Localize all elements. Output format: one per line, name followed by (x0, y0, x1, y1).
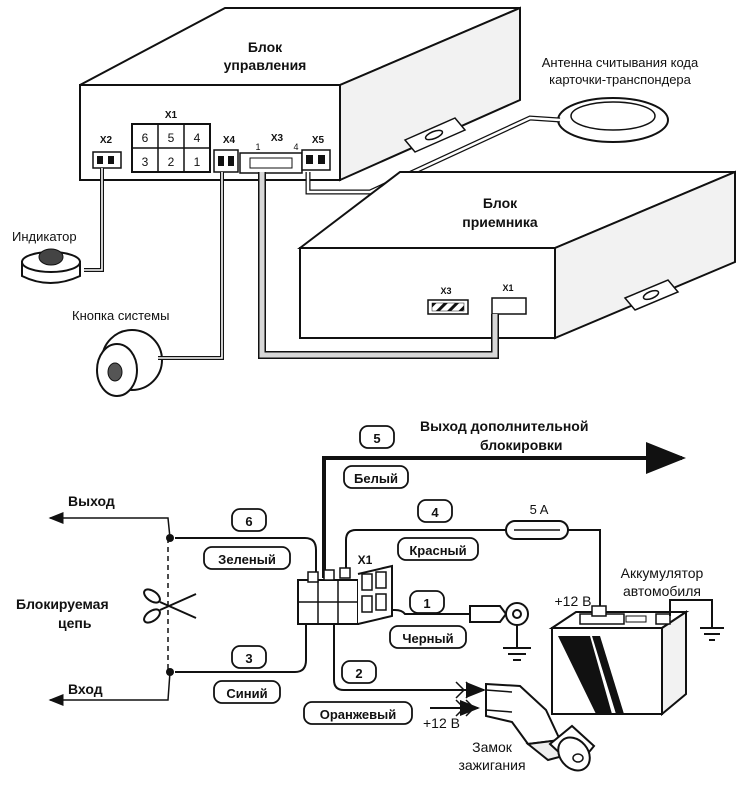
connector-x5: X5 (301, 135, 331, 171)
wiring-connector-x1: X1 (297, 553, 393, 625)
extra-block-output-1: Выход дополнительной (420, 418, 588, 434)
connector-x1-6pin: X1 6 5 4 3 2 1 (131, 110, 211, 173)
wire-3 (175, 624, 307, 673)
wire-3-badges: 3 Синий (213, 645, 281, 704)
fuse: 5 A (505, 502, 569, 540)
x1-pin: 4 (194, 131, 201, 145)
wire-color: Зеленый (218, 552, 276, 567)
ignition-plug (455, 681, 476, 717)
receiver-title-1: Блок (483, 195, 518, 211)
wire-number: 1 (423, 596, 430, 611)
x1-pin: 5 (168, 131, 175, 145)
connector-x4: X4 (213, 135, 239, 173)
x1-pin: 1 (194, 155, 201, 169)
indicator-label: Индикатор (12, 229, 77, 244)
x1-label: X1 (165, 110, 178, 121)
battery-label-2: автомобиля (623, 583, 701, 599)
wire-color: Белый (354, 471, 398, 486)
receiver-x1-label: X1 (502, 283, 513, 293)
ignition-plus12: +12 В (423, 715, 460, 731)
wire-color: Синий (226, 686, 267, 701)
wire-color: Красный (409, 543, 466, 558)
input-label: Вход (68, 681, 103, 697)
indicator-cable (84, 168, 104, 272)
ground-terminal (469, 602, 531, 661)
wire-number: 3 (245, 651, 252, 666)
wire-number: 6 (245, 514, 252, 529)
wire-1 (356, 609, 470, 615)
x4-label: X4 (223, 135, 236, 146)
wire-color: Оранжевый (320, 707, 397, 722)
ignition-lock-icon (485, 682, 596, 772)
scissors-icon (143, 588, 197, 624)
battery-plus12: +12 В (555, 593, 592, 609)
wire-4 (345, 529, 506, 578)
x2-label: X2 (100, 135, 113, 146)
wire-6 (175, 537, 317, 578)
control-unit: Блок управления (79, 6, 521, 182)
antenna-label-2: карточки-транспондера (549, 72, 692, 87)
indicator: Индикатор (12, 229, 81, 284)
antenna-label-1: Антенна считывания кода (542, 55, 699, 70)
wire-color: Черный (402, 631, 453, 646)
receiver-unit: Блок приемника X3 X1 (297, 170, 736, 340)
wire-number: 5 (373, 431, 380, 446)
control-unit-title-2: управления (224, 57, 307, 73)
fuse-label: 5 A (530, 502, 549, 517)
wire-2-badges: 2 Оранжевый (303, 660, 413, 725)
battery (548, 605, 690, 717)
ignition-label-1: Замок (472, 739, 513, 755)
system-button-cable (158, 172, 224, 360)
wire-6-badges: 6 Зеленый (203, 508, 291, 570)
blocked-circuit-2: цепь (58, 615, 92, 631)
ignition-label-2: зажигания (458, 757, 525, 773)
wire-number: 4 (431, 505, 439, 520)
x1-pin: 2 (168, 155, 175, 169)
wire-4-badges: 4 Красный (397, 499, 479, 561)
wire-number: 2 (355, 666, 362, 681)
x3-pin-last: 4 (293, 142, 298, 152)
system-button: Кнопка системы (72, 308, 169, 397)
wiring-x1-label: X1 (358, 553, 373, 567)
receiver-title-2: приемника (462, 214, 538, 230)
wire-2 (333, 624, 470, 691)
battery-label-1: Аккумулятор (621, 565, 704, 581)
connector-x2: X2 (92, 135, 122, 169)
x3-pin-first: 1 (255, 142, 260, 152)
wire-5-badges: 5 Белый (343, 425, 409, 489)
battery-ground (700, 627, 724, 641)
output-label: Выход (68, 493, 115, 509)
extra-block-output-2: блокировки (480, 437, 563, 453)
x1-pin: 6 (142, 131, 149, 145)
system-button-label: Кнопка системы (72, 308, 169, 323)
x5-label: X5 (312, 135, 325, 146)
antenna: Антенна считывания кода карточки-транспо… (542, 55, 699, 143)
wire-1-badges: 1 Черный (389, 590, 467, 649)
blocked-circuit-1: Блокируемая (16, 596, 109, 612)
connector-x3: X3 1 4 (239, 133, 303, 174)
wire-5 (322, 442, 686, 578)
control-unit-title-1: Блок (248, 39, 283, 55)
x1-pin: 3 (142, 155, 149, 169)
receiver-x3-label: X3 (440, 286, 451, 296)
x3-label: X3 (271, 133, 284, 144)
